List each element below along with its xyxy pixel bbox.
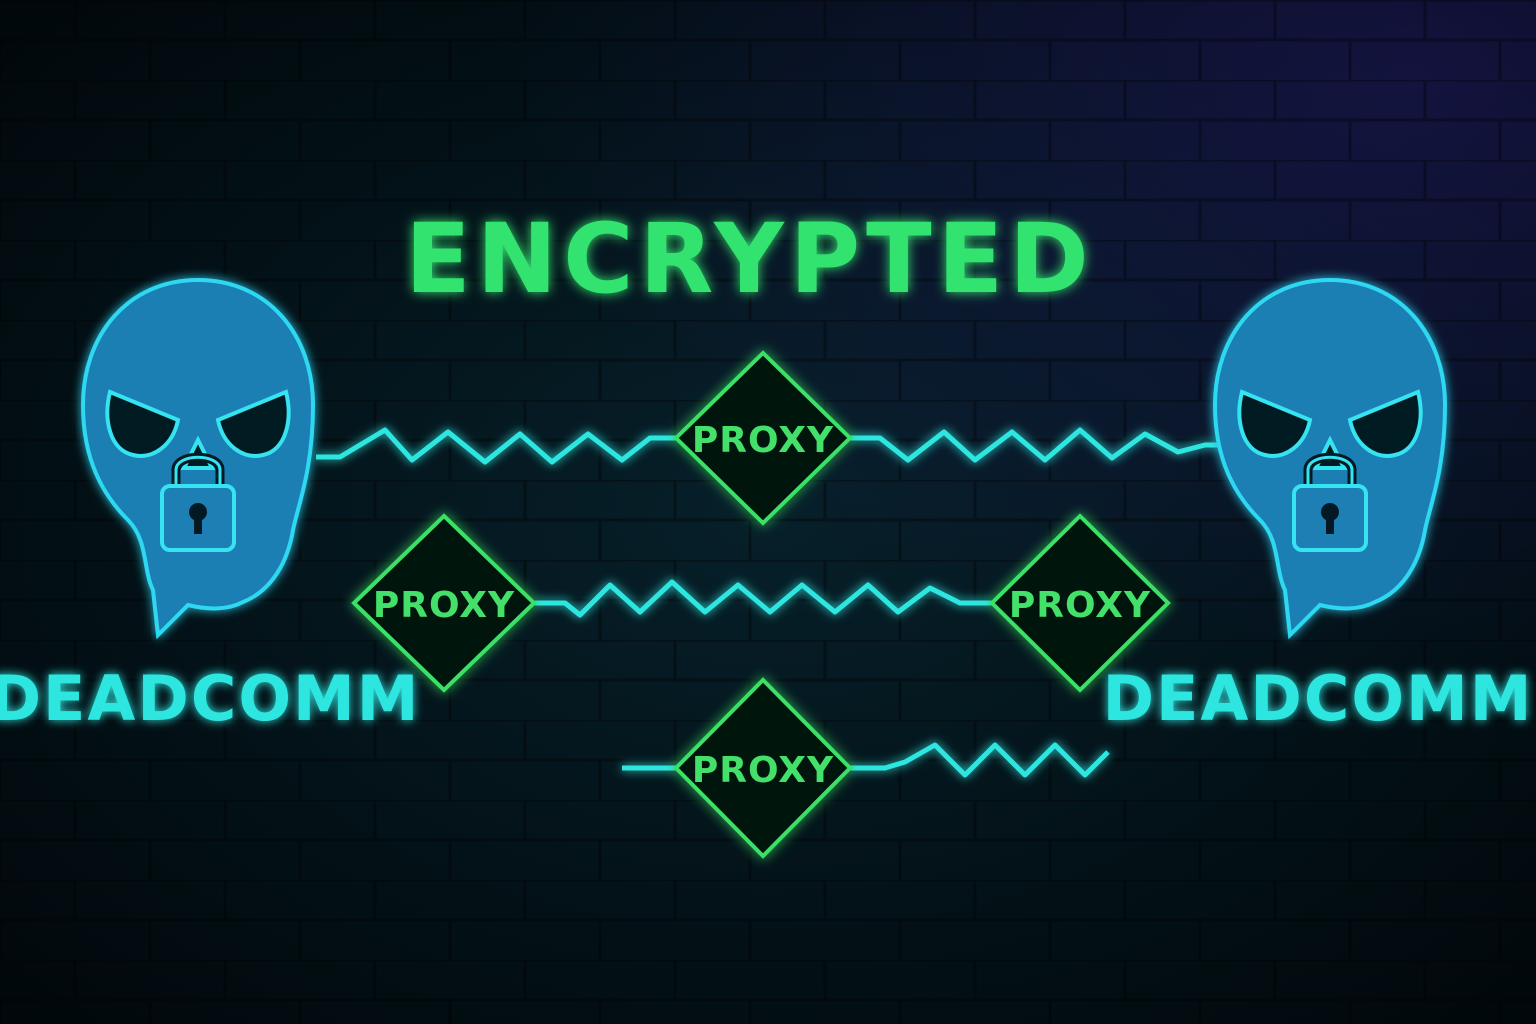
node-left: DEADCOMM bbox=[0, 278, 420, 735]
proxy-label-bottom: PROXY bbox=[692, 750, 834, 791]
proxy-node-bottom: PROXY bbox=[673, 677, 853, 859]
node-right: DEADCOMM bbox=[1103, 278, 1534, 735]
proxy-label-middle-right: PROXY bbox=[1009, 585, 1151, 626]
title-encrypted: ENCRYPTED bbox=[405, 203, 1095, 315]
proxy-node-middle-right: PROXY bbox=[989, 513, 1171, 693]
node-left-label: DEADCOMM bbox=[0, 662, 420, 735]
link-left-to-top-proxy bbox=[316, 427, 676, 465]
link-bottom-proxy-right bbox=[850, 742, 1110, 778]
connection-links bbox=[316, 427, 1220, 778]
proxy-node-middle-left: PROXY bbox=[351, 513, 537, 693]
proxy-node-top: PROXY bbox=[673, 350, 853, 526]
proxy-label-top: PROXY bbox=[692, 420, 834, 461]
link-top-proxy-to-right bbox=[850, 427, 1220, 463]
link-middle-proxies bbox=[535, 579, 992, 618]
node-right-label: DEADCOMM bbox=[1103, 662, 1534, 735]
proxy-label-middle-left: PROXY bbox=[373, 585, 515, 626]
